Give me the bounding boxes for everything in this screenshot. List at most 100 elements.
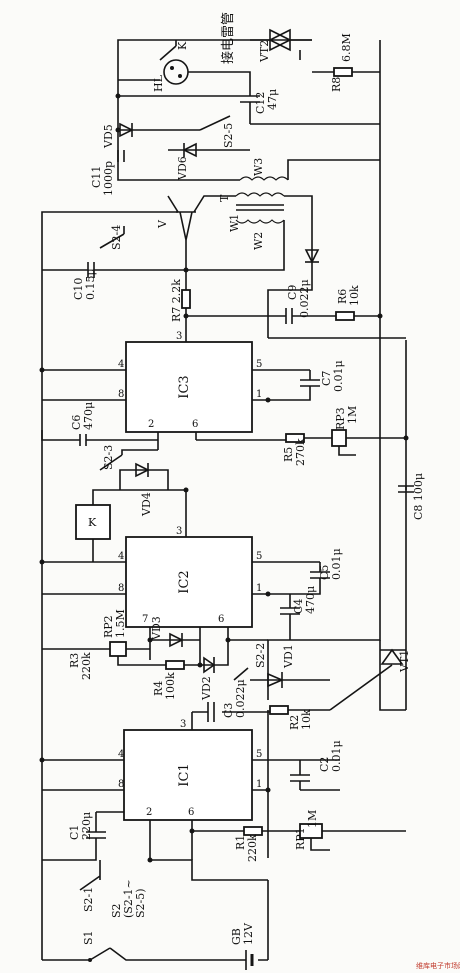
r6-value: 10k [348, 285, 361, 306]
c11-value: 1000p [102, 161, 115, 196]
r6-resistor [335, 311, 355, 321]
c1-value: 220μ [80, 812, 93, 840]
ic3-pin3: 3 [176, 331, 182, 342]
ic1-leads [42, 712, 300, 860]
c3-value: 0.022μ [234, 679, 247, 718]
rp3-value: 1M [346, 406, 359, 424]
r2-value: 10k [300, 709, 313, 730]
ic3-box [125, 341, 253, 433]
ic3-pin6: 6 [192, 419, 198, 430]
bottom-wire [42, 947, 268, 961]
v-transistor-label: V [156, 219, 169, 229]
vt1-transistor [300, 648, 406, 711]
ground-rail [41, 211, 178, 960]
rp2-potentiometer [109, 641, 127, 657]
c2-value: 0.01μ [330, 740, 343, 772]
gb-battery [245, 950, 254, 970]
s2-range-label-2: S2-5) [134, 888, 147, 918]
c10-label: C10 [72, 278, 85, 300]
vd1-label: VD1 [282, 644, 295, 669]
positive-rail [267, 40, 381, 960]
ic2-pin7: 7 [142, 614, 148, 625]
s2-2-switch [233, 667, 249, 681]
ic2-pin3: 3 [176, 526, 182, 537]
r8-resistor [333, 67, 353, 77]
ic1-threshold-wire [150, 859, 268, 881]
rp3-label: RP3 [334, 407, 347, 430]
c1-label: C1 [68, 825, 81, 840]
c12-value: 47μ [266, 89, 279, 110]
ic2-box [125, 536, 253, 628]
vd5-label: VD5 [102, 124, 115, 149]
c9-label: C9 [286, 285, 299, 300]
c9-capacitor [186, 308, 336, 324]
ic1-pin4: 4 [118, 749, 124, 760]
c5-value: 0.01μ [330, 548, 343, 580]
s2-1-switch [79, 860, 101, 891]
s2-5-label: S2-5 [222, 123, 235, 148]
s2-label: S2 [110, 903, 123, 918]
r3-label: R3 [68, 653, 81, 668]
c5-label: C5 [318, 565, 331, 580]
c7-capacitor [268, 370, 320, 401]
t-transformer-label: T [218, 194, 231, 202]
detonator-terminal-label: 接电雷管 [220, 12, 236, 64]
k-relay-label: K [88, 516, 97, 529]
c6-capacitor [41, 430, 158, 446]
s1-label: S1 [82, 930, 95, 945]
ic1-pin5: 5 [256, 749, 262, 760]
ic1-pin3: 3 [180, 719, 186, 730]
ic1-label: IC1 [177, 763, 192, 786]
relay-wires [92, 489, 186, 562]
transformer-wires [186, 195, 313, 271]
r5-value: 270k [294, 438, 307, 466]
rp1-wire [310, 830, 406, 851]
rp2-value: 1.5M [114, 609, 127, 638]
s1-switch [88, 947, 111, 962]
w3-label: W3 [252, 158, 265, 176]
c10-value: 0.15μ [84, 268, 97, 300]
rp3-potentiometer [331, 429, 347, 447]
gb-label: GB [230, 928, 243, 945]
vt1-label: VT1 [398, 650, 411, 673]
s2-4-switch [99, 226, 125, 249]
c10-capacitor [42, 262, 186, 278]
r4-label: R4 [152, 681, 165, 696]
vd3-diode [150, 632, 200, 648]
vd1-diode [250, 672, 300, 688]
r1-value: 220k [246, 834, 259, 862]
c4-label: C4 [292, 599, 305, 614]
r3-value: 220k [80, 652, 93, 680]
lamp-wire [188, 71, 251, 80]
v-transistor [167, 195, 236, 241]
vt2-label: VT2 [258, 40, 271, 63]
s2-4-label: S2-4 [110, 225, 123, 250]
s2-3-switch [99, 449, 158, 471]
r1-label: R1 [234, 835, 247, 850]
trigger-diode [267, 249, 320, 316]
vd6-diode [168, 142, 250, 158]
w3-wires [117, 39, 380, 181]
r4-resistor [165, 660, 185, 670]
gb-voltage-label: 12V [242, 922, 255, 945]
rp1-label: RP1 [294, 827, 307, 850]
c12-capacitor [240, 80, 260, 124]
w2-label: W2 [252, 232, 265, 250]
c4-value: 470μ [304, 586, 317, 614]
ic2-pin4: 4 [118, 551, 124, 562]
r4-value: 100k [164, 672, 177, 700]
c7-value: 0.01μ [332, 360, 345, 392]
r2-wire [192, 709, 330, 713]
ic-vcc-wire [379, 640, 406, 711]
vd2-label: VD2 [200, 676, 213, 701]
c2-label: C2 [318, 757, 331, 772]
ic1-box [123, 729, 253, 821]
ic3-pin4: 4 [118, 359, 124, 370]
vd5-diode [118, 122, 200, 138]
ic3-label: IC3 [177, 375, 192, 398]
ic3-pin2: 2 [148, 419, 154, 430]
c7-label: C7 [320, 371, 333, 386]
rp2-label: RP2 [102, 615, 115, 638]
